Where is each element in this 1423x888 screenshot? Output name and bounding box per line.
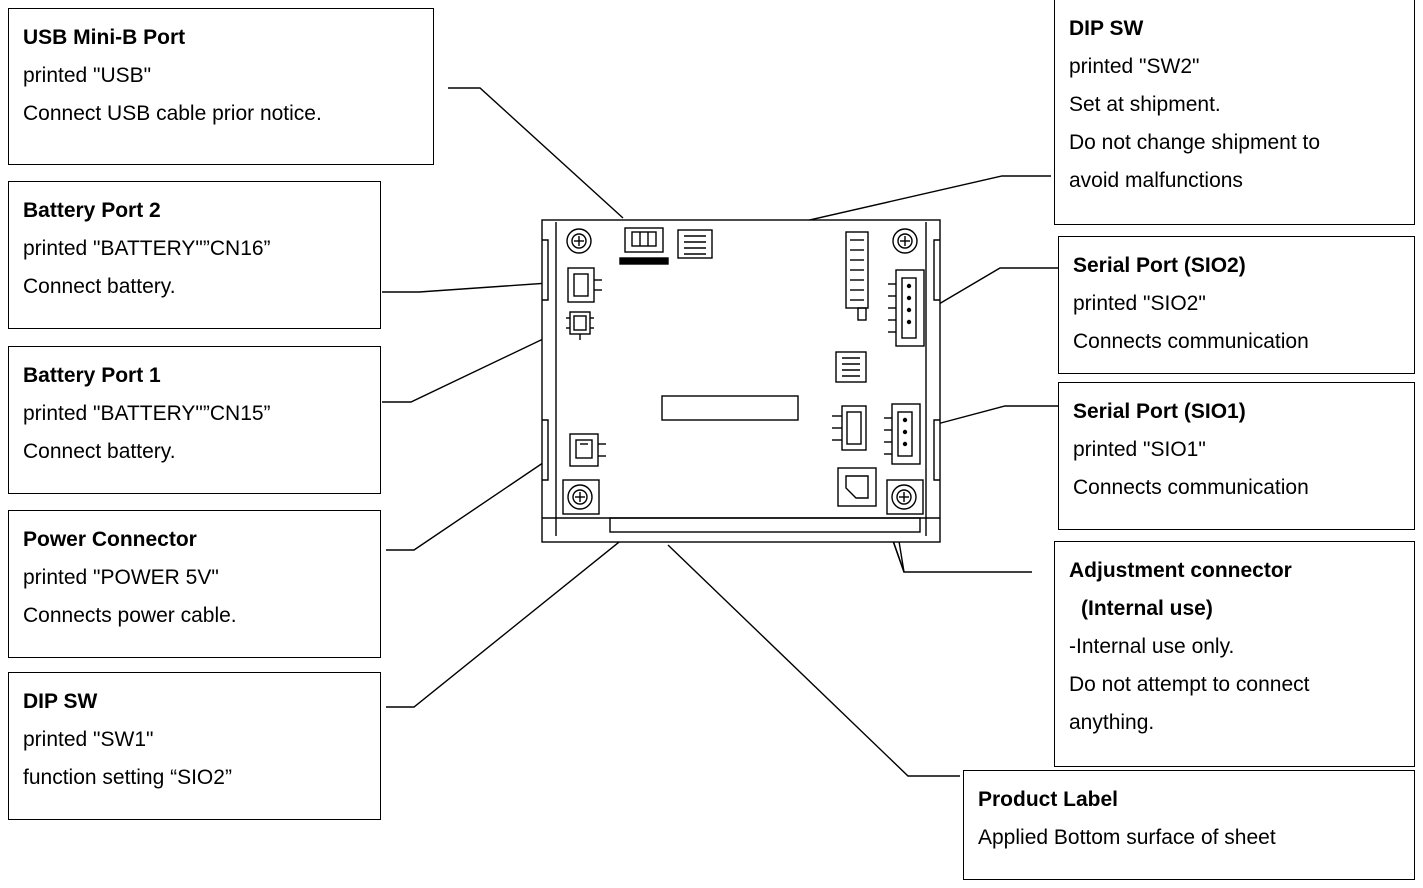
battery-port-2-line-1: printed "BATTERY"”CN16” xyxy=(23,237,271,260)
product-label-title: Product Label xyxy=(978,788,1119,811)
usb-port-line-1: printed "USB" xyxy=(23,64,152,87)
screw-bottom-left xyxy=(562,479,600,515)
battery-port-2-drawing xyxy=(567,267,602,303)
callout-serial-sio1: Serial Port (SIO1) printed "SIO1" Connec… xyxy=(1058,382,1415,530)
adjustment-connector-small xyxy=(832,405,867,451)
callout-battery-port-2: Battery Port 2 printed "BATTERY"”CN16” C… xyxy=(8,181,381,329)
callout-power-connector: Power Connector printed "POWER 5V" Conne… xyxy=(8,510,381,658)
screw-top-right xyxy=(892,228,918,254)
dip-sw1-drawing xyxy=(835,351,867,383)
sio1-port-drawing xyxy=(884,403,921,465)
callout-adjustment-connector: Adjustment connector (Internal use) -Int… xyxy=(1054,541,1415,767)
sio2-port-drawing xyxy=(888,269,925,347)
battery-port-2-line-2: Connect battery. xyxy=(23,275,176,298)
leader-battery-2 xyxy=(382,281,564,293)
leader-power xyxy=(386,447,566,551)
adjustment-connector-line-2: Do not attempt to connect xyxy=(1069,673,1310,696)
adjustment-connector-line-3: anything. xyxy=(1069,711,1155,734)
callout-dip-sw1: DIP SW printed "SW1" function setting “S… xyxy=(8,672,381,820)
battery-port-1-line-2: Connect battery. xyxy=(23,440,176,463)
leader-dip-sw2 xyxy=(721,175,1051,241)
usb-port-drawing xyxy=(619,227,669,265)
usb-port-title: USB Mini-B Port xyxy=(23,26,186,49)
leader-usb xyxy=(448,87,624,219)
usb-port-line-2: Connect USB cable prior notice. xyxy=(23,102,322,125)
dip-sw2-drawing xyxy=(677,229,713,259)
leader-product-label xyxy=(667,544,960,777)
screw-top-left xyxy=(566,228,592,254)
serial-sio2-title: Serial Port (SIO2) xyxy=(1073,254,1246,277)
power-connector-line-2: Connects power cable. xyxy=(23,604,237,627)
adjustment-connector-subtitle: (Internal use) xyxy=(1081,597,1213,620)
dip-sw2-line-4: avoid malfunctions xyxy=(1069,169,1243,192)
chassis-outline xyxy=(541,219,941,543)
dip-sw1-title: DIP SW xyxy=(23,690,98,713)
serial-sio1-line-2: Connects communication xyxy=(1073,476,1309,499)
power-connector-drawing xyxy=(569,433,606,467)
power-connector-line-1: printed "POWER 5V" xyxy=(23,566,219,589)
dip-sw2-title: DIP SW xyxy=(1069,17,1144,40)
callout-battery-port-1: Battery Port 1 printed "BATTERY"”CN15” C… xyxy=(8,346,381,494)
dip-sw2-line-3: Do not change shipment to xyxy=(1069,131,1320,154)
serial-sio2-line-2: Connects communication xyxy=(1073,330,1309,353)
callout-serial-sio2: Serial Port (SIO2) printed "SIO2" Connec… xyxy=(1058,236,1415,374)
callout-usb-port: USB Mini-B Port printed "USB" Connect US… xyxy=(8,8,434,165)
serial-sio1-title: Serial Port (SIO1) xyxy=(1073,400,1246,423)
dip-sw2-line-1: printed "SW2" xyxy=(1069,55,1200,78)
adjustment-connector-square xyxy=(837,467,877,507)
dip-sw1-line-1: printed "SW1" xyxy=(23,728,154,751)
leader-sio1 xyxy=(921,405,1058,429)
battery-port-1-drawing xyxy=(566,311,594,340)
leader-sio2 xyxy=(921,267,1058,315)
leader-battery-1 xyxy=(382,328,565,403)
screw-bottom-right xyxy=(886,479,924,515)
battery-port-1-title: Battery Port 1 xyxy=(23,364,161,387)
battery-port-2-title: Battery Port 2 xyxy=(23,199,161,222)
label-slot xyxy=(661,395,799,421)
callout-product-label: Product Label Applied Bottom surface of … xyxy=(963,770,1415,880)
adjustment-connector-tall xyxy=(845,231,869,321)
battery-port-1-line-1: printed "BATTERY"”CN15” xyxy=(23,402,271,425)
adjustment-connector-line-1: -Internal use only. xyxy=(1069,635,1235,658)
dip-sw1-line-2: function setting “SIO2” xyxy=(23,766,232,789)
power-connector-title: Power Connector xyxy=(23,528,197,551)
serial-sio2-line-1: printed "SIO2" xyxy=(1073,292,1206,315)
serial-sio1-line-1: printed "SIO1" xyxy=(1073,438,1206,461)
dip-sw2-line-2: Set at shipment. xyxy=(1069,93,1221,116)
adjustment-connector-title: Adjustment connector xyxy=(1069,559,1292,582)
product-label-line-1: Applied Bottom surface of sheet xyxy=(978,826,1276,849)
callout-dip-sw2: DIP SW printed "SW2" Set at shipment. Do… xyxy=(1054,0,1415,225)
